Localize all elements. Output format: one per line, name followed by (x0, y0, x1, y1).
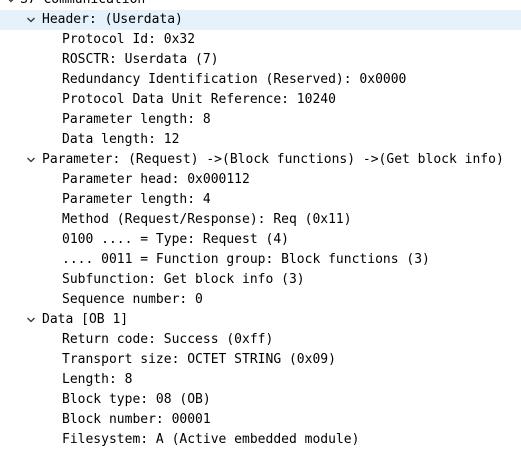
tree-node-label: S7 Communication (20, 0, 145, 10)
tree-field-subfunction[interactable]: Subfunction: Get block info (3) (0, 270, 521, 290)
tree-field-filesystem[interactable]: Filesystem: A (Active embedded module) (0, 430, 521, 450)
field-text: Parameter length: 8 (62, 112, 211, 127)
field-text: 0100 .... = Type: Request (4) (62, 232, 289, 247)
field-text: .... 0011 = Function group: Block functi… (62, 252, 430, 267)
chevron-down-icon[interactable] (24, 310, 38, 330)
field-text: Protocol Id: 0x32 (62, 32, 196, 47)
tree-field-method[interactable]: Method (Request/Response): Req (0x11) (0, 210, 521, 230)
tree-field-parameter-length[interactable]: Parameter length: 4 (0, 190, 521, 210)
tree-field-block-number[interactable]: Block number: 00001 (0, 410, 521, 430)
tree-field-pdu-reference[interactable]: Protocol Data Unit Reference: 10240 (0, 90, 521, 110)
chevron-down-icon[interactable] (4, 0, 18, 10)
tree-field-length[interactable]: Length: 8 (0, 370, 521, 390)
field-text: Parameter head: 0x000112 (62, 172, 250, 187)
tree-node-s7-communication[interactable]: S7 Communication (0, 0, 521, 10)
field-text: Block type: 08 (OB) (62, 392, 211, 407)
tree-field-type[interactable]: 0100 .... = Type: Request (4) (0, 230, 521, 250)
tree-field-parameter-length[interactable]: Parameter length: 8 (0, 110, 521, 130)
field-text: Parameter length: 4 (62, 192, 211, 207)
tree-field-redundancy-id[interactable]: Redundancy Identification (Reserved): 0x… (0, 70, 521, 90)
field-text: Redundancy Identification (Reserved): 0x… (62, 72, 407, 87)
tree-node-data[interactable]: Data [OB 1] (0, 310, 521, 330)
tree-node-label: Header: (Userdata) (42, 12, 183, 27)
tree-field-transport-size[interactable]: Transport size: OCTET STRING (0x09) (0, 350, 521, 370)
field-text: Return code: Success (0xff) (62, 332, 274, 347)
tree-field-parameter-head[interactable]: Parameter head: 0x000112 (0, 170, 521, 190)
chevron-down-icon[interactable] (24, 150, 38, 170)
tree-node-header[interactable]: Header: (Userdata) (0, 10, 521, 30)
field-text: Method (Request/Response): Req (0x11) (62, 212, 352, 227)
field-text: Sequence number: 0 (62, 292, 203, 307)
field-text: Block number: 00001 (62, 412, 211, 427)
tree-field-sequence-number[interactable]: Sequence number: 0 (0, 290, 521, 310)
tree-node-parameter[interactable]: Parameter: (Request) ->(Block functions)… (0, 150, 521, 170)
tree-field-return-code[interactable]: Return code: Success (0xff) (0, 330, 521, 350)
tree-node-label: Data [OB 1] (42, 312, 129, 327)
field-text: ROSCTR: Userdata (7) (62, 52, 219, 67)
field-text: Data length: 12 (62, 132, 180, 147)
field-text: Protocol Data Unit Reference: 10240 (62, 92, 336, 107)
tree-field-function-group[interactable]: .... 0011 = Function group: Block functi… (0, 250, 521, 270)
field-text: Subfunction: Get block info (3) (62, 272, 305, 287)
field-text: Filesystem: A (Active embedded module) (62, 432, 360, 447)
tree-field-data-length[interactable]: Data length: 12 (0, 130, 521, 150)
chevron-down-icon[interactable] (24, 10, 38, 30)
field-text: Transport size: OCTET STRING (0x09) (62, 352, 336, 367)
tree-field-block-type[interactable]: Block type: 08 (OB) (0, 390, 521, 410)
field-text: Length: 8 (62, 372, 133, 387)
tree-node-label: Parameter: (Request) ->(Block functions)… (42, 152, 504, 167)
tree-field-protocol-id[interactable]: Protocol Id: 0x32 (0, 30, 521, 50)
tree-field-rosctr[interactable]: ROSCTR: Userdata (7) (0, 50, 521, 70)
